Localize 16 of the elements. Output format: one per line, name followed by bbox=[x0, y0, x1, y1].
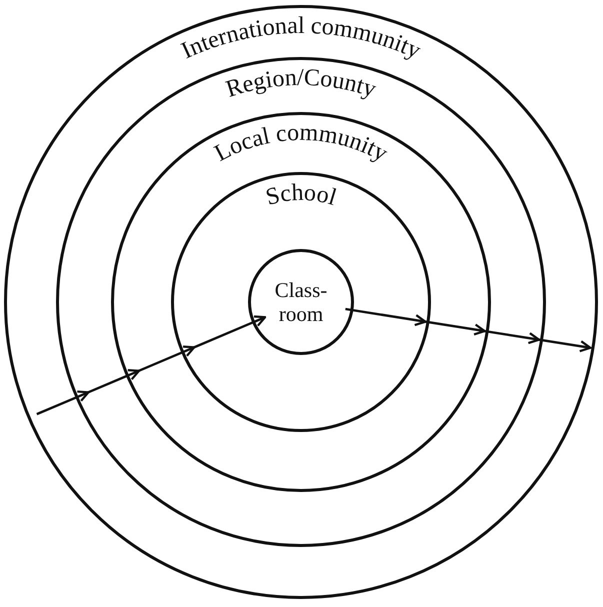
arrow bbox=[134, 346, 196, 374]
arrow bbox=[345, 308, 426, 326]
ring-circle bbox=[4, 5, 598, 599]
arrow bbox=[36, 390, 90, 416]
ring-label: Local community bbox=[210, 120, 392, 167]
ring-circle bbox=[171, 172, 431, 432]
ring-label: Region/County bbox=[223, 64, 380, 103]
ring-circle bbox=[111, 112, 491, 492]
arrow bbox=[534, 338, 592, 352]
arrow bbox=[421, 320, 486, 336]
ring-circle bbox=[248, 249, 354, 355]
arrow bbox=[480, 329, 540, 344]
arrow bbox=[84, 369, 140, 395]
circle-label: Class- room bbox=[274, 278, 328, 326]
ring-label: School bbox=[263, 180, 340, 212]
arrow bbox=[190, 315, 266, 350]
